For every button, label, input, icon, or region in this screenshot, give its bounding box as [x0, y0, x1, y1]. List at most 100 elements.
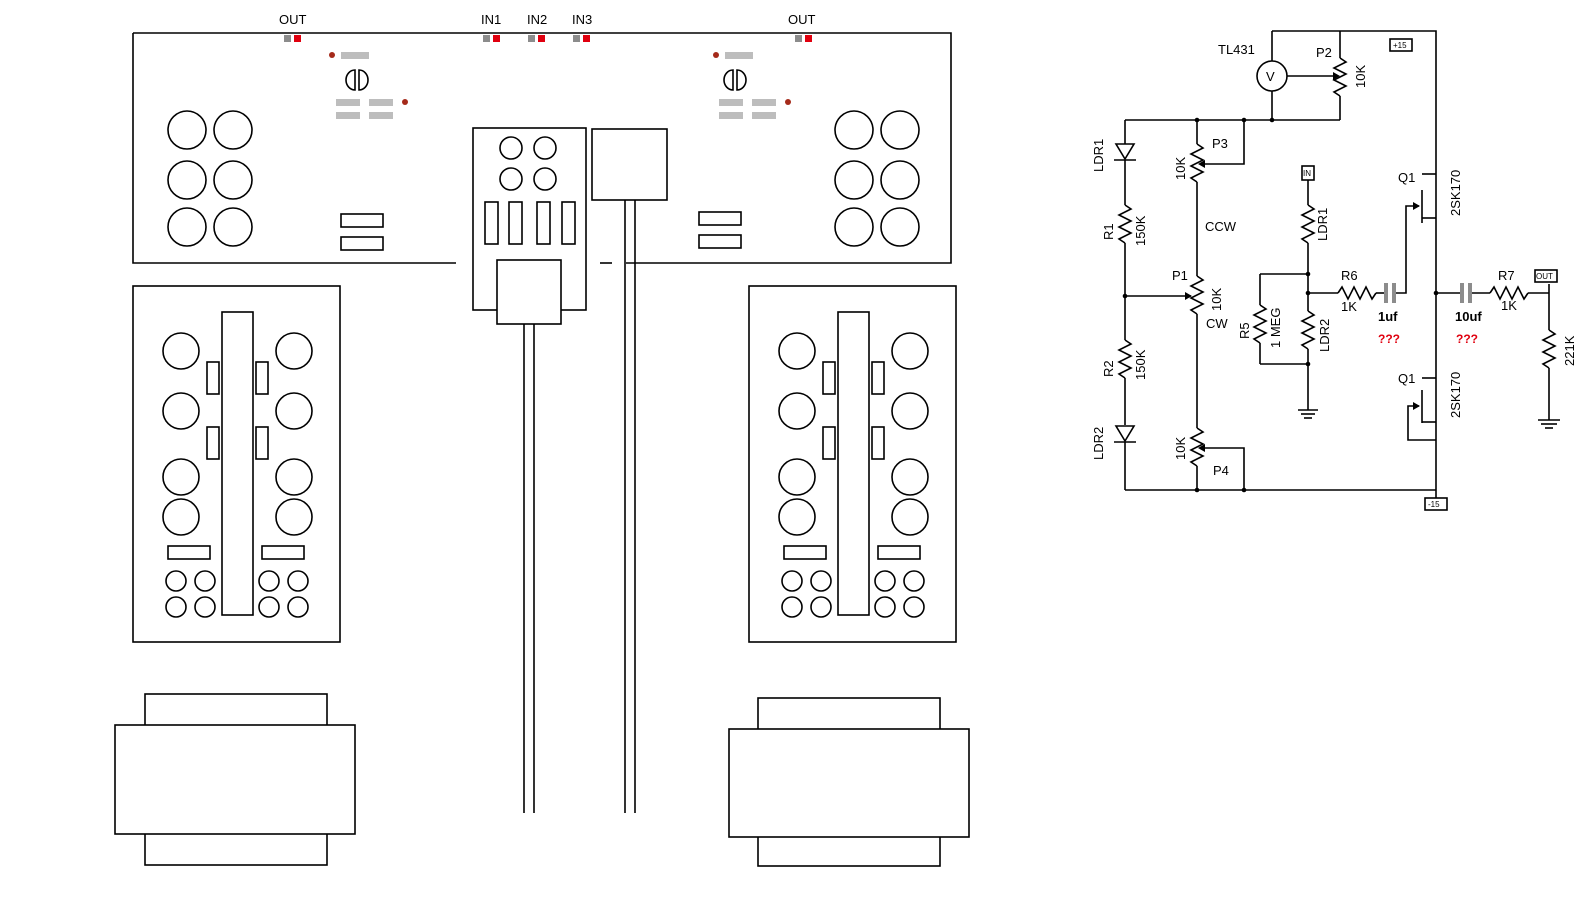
- r5-value: 1 MEG: [1268, 308, 1283, 348]
- pin: [795, 35, 802, 42]
- pad: [719, 99, 743, 106]
- q1-bottom-jfet: Q1 2SK170: [1398, 371, 1463, 441]
- plus15-rail: +15: [1389, 38, 1413, 52]
- p4-label: P4: [1213, 463, 1229, 478]
- pad: [369, 99, 393, 106]
- r5-label: R5: [1237, 322, 1252, 339]
- q1-bottom-label: Q1: [1398, 371, 1415, 386]
- out-left-connector: OUT: [279, 12, 307, 42]
- p3-label: P3: [1212, 136, 1228, 151]
- pad: [336, 112, 360, 119]
- volume-pot-block: [591, 128, 668, 813]
- r-out-value: 221K: [1562, 335, 1577, 366]
- right-transformer: [728, 697, 970, 867]
- p2-potentiometer: P2 10K: [1316, 45, 1368, 120]
- right-amp-board: [748, 285, 957, 643]
- pin: [805, 35, 812, 42]
- r2-value: 150K: [1133, 349, 1148, 380]
- pin: [493, 35, 500, 42]
- ldr-divider-chain: LDR1 R1 150K R2 150K LDR2: [1091, 120, 1191, 490]
- q1-top-part: 2SK170: [1448, 170, 1463, 216]
- led-dot: [713, 52, 719, 58]
- top-right-small-parts: [698, 211, 742, 249]
- r1-value: 150K: [1133, 215, 1148, 246]
- r7-label: R7: [1498, 268, 1515, 283]
- r1-label: R1: [1101, 223, 1116, 240]
- in3-label: IN3: [572, 12, 592, 27]
- pad: [341, 52, 369, 59]
- c2-value: 10uf: [1455, 309, 1482, 324]
- q1-top-jfet: Q1 2SK170: [1398, 170, 1463, 223]
- in2-connector: IN2: [527, 12, 547, 42]
- pad: [752, 99, 776, 106]
- p1-value: 10K: [1209, 288, 1224, 311]
- input-selector-board: [472, 127, 587, 813]
- p2-value: 10K: [1353, 65, 1368, 88]
- out-port-label: OUT: [1536, 272, 1553, 281]
- out-right-label: OUT: [788, 12, 816, 27]
- r6-label: R6: [1341, 268, 1358, 283]
- top-left-capacitor-bank: [167, 110, 253, 247]
- schematic: V TL431 P2 10K +15 LDR1: [1091, 30, 1577, 511]
- c1-value: 1uf: [1378, 309, 1398, 324]
- top-left-small-parts: [340, 213, 384, 251]
- ldr1-input-label: LDR1: [1315, 208, 1330, 241]
- led-dot: [785, 99, 791, 105]
- top-right-capacitor-bank: [834, 110, 920, 247]
- p2-label: P2: [1316, 45, 1332, 60]
- cw-label: CW: [1206, 316, 1228, 331]
- r2-label: R2: [1101, 360, 1116, 377]
- tl431-reference: V TL431: [1218, 42, 1340, 120]
- r6-value: 1K: [1341, 299, 1357, 314]
- top-board: [132, 32, 952, 264]
- plus15-label: +15: [1393, 41, 1407, 50]
- led-dot: [329, 52, 335, 58]
- chassis-layout: OUT IN1 IN2 IN3 OUT: [114, 12, 970, 867]
- minus15-label: -15: [1428, 500, 1440, 509]
- pin: [538, 35, 545, 42]
- meter-label: V: [1266, 69, 1275, 84]
- pad: [336, 99, 360, 106]
- c2-note: ???: [1456, 332, 1478, 346]
- pin: [483, 35, 490, 42]
- pin: [284, 35, 291, 42]
- ccw-label: CCW: [1205, 219, 1237, 234]
- ldr2-label: LDR2: [1091, 427, 1106, 460]
- pad: [719, 112, 743, 119]
- pad: [725, 52, 753, 59]
- output-section: 10uf ??? R7 1K OUT 221K: [1433, 268, 1577, 429]
- pin: [528, 35, 535, 42]
- in1-label: IN1: [481, 12, 501, 27]
- left-indicator-cluster: [329, 52, 408, 119]
- pin: [294, 35, 301, 42]
- p4-value: 10K: [1173, 437, 1188, 460]
- in-port-label: IN: [1303, 169, 1311, 178]
- out-right-connector: OUT: [788, 12, 816, 42]
- p1-label: P1: [1172, 268, 1188, 283]
- r7-value: 1K: [1501, 298, 1517, 313]
- input-section: IN LDR1 R5 1 MEG LDR2 R6 1K: [1237, 165, 1420, 419]
- minus15-rail: -15: [1424, 490, 1448, 511]
- pad: [369, 112, 393, 119]
- ldr2-input-label: LDR2: [1317, 319, 1332, 352]
- ldr1-label: LDR1: [1091, 139, 1106, 172]
- in2-label: IN2: [527, 12, 547, 27]
- p3-value: 10K: [1173, 157, 1188, 180]
- out-left-label: OUT: [279, 12, 307, 27]
- pad: [752, 112, 776, 119]
- c1-note: ???: [1378, 332, 1400, 346]
- left-amp-board: [132, 285, 341, 643]
- q1-bottom-part: 2SK170: [1448, 372, 1463, 418]
- left-transformer: [114, 693, 356, 866]
- in3-connector: IN3: [572, 12, 592, 42]
- right-indicator-cluster: [713, 52, 791, 119]
- pin: [583, 35, 590, 42]
- trim-pot-chain: P3 10K CCW P1 10K CW P4 10K: [1172, 117, 1275, 490]
- led-dot: [402, 99, 408, 105]
- tl431-label: TL431: [1218, 42, 1255, 57]
- in1-connector: IN1: [481, 12, 501, 42]
- pin: [573, 35, 580, 42]
- q1-top-label: Q1: [1398, 170, 1415, 185]
